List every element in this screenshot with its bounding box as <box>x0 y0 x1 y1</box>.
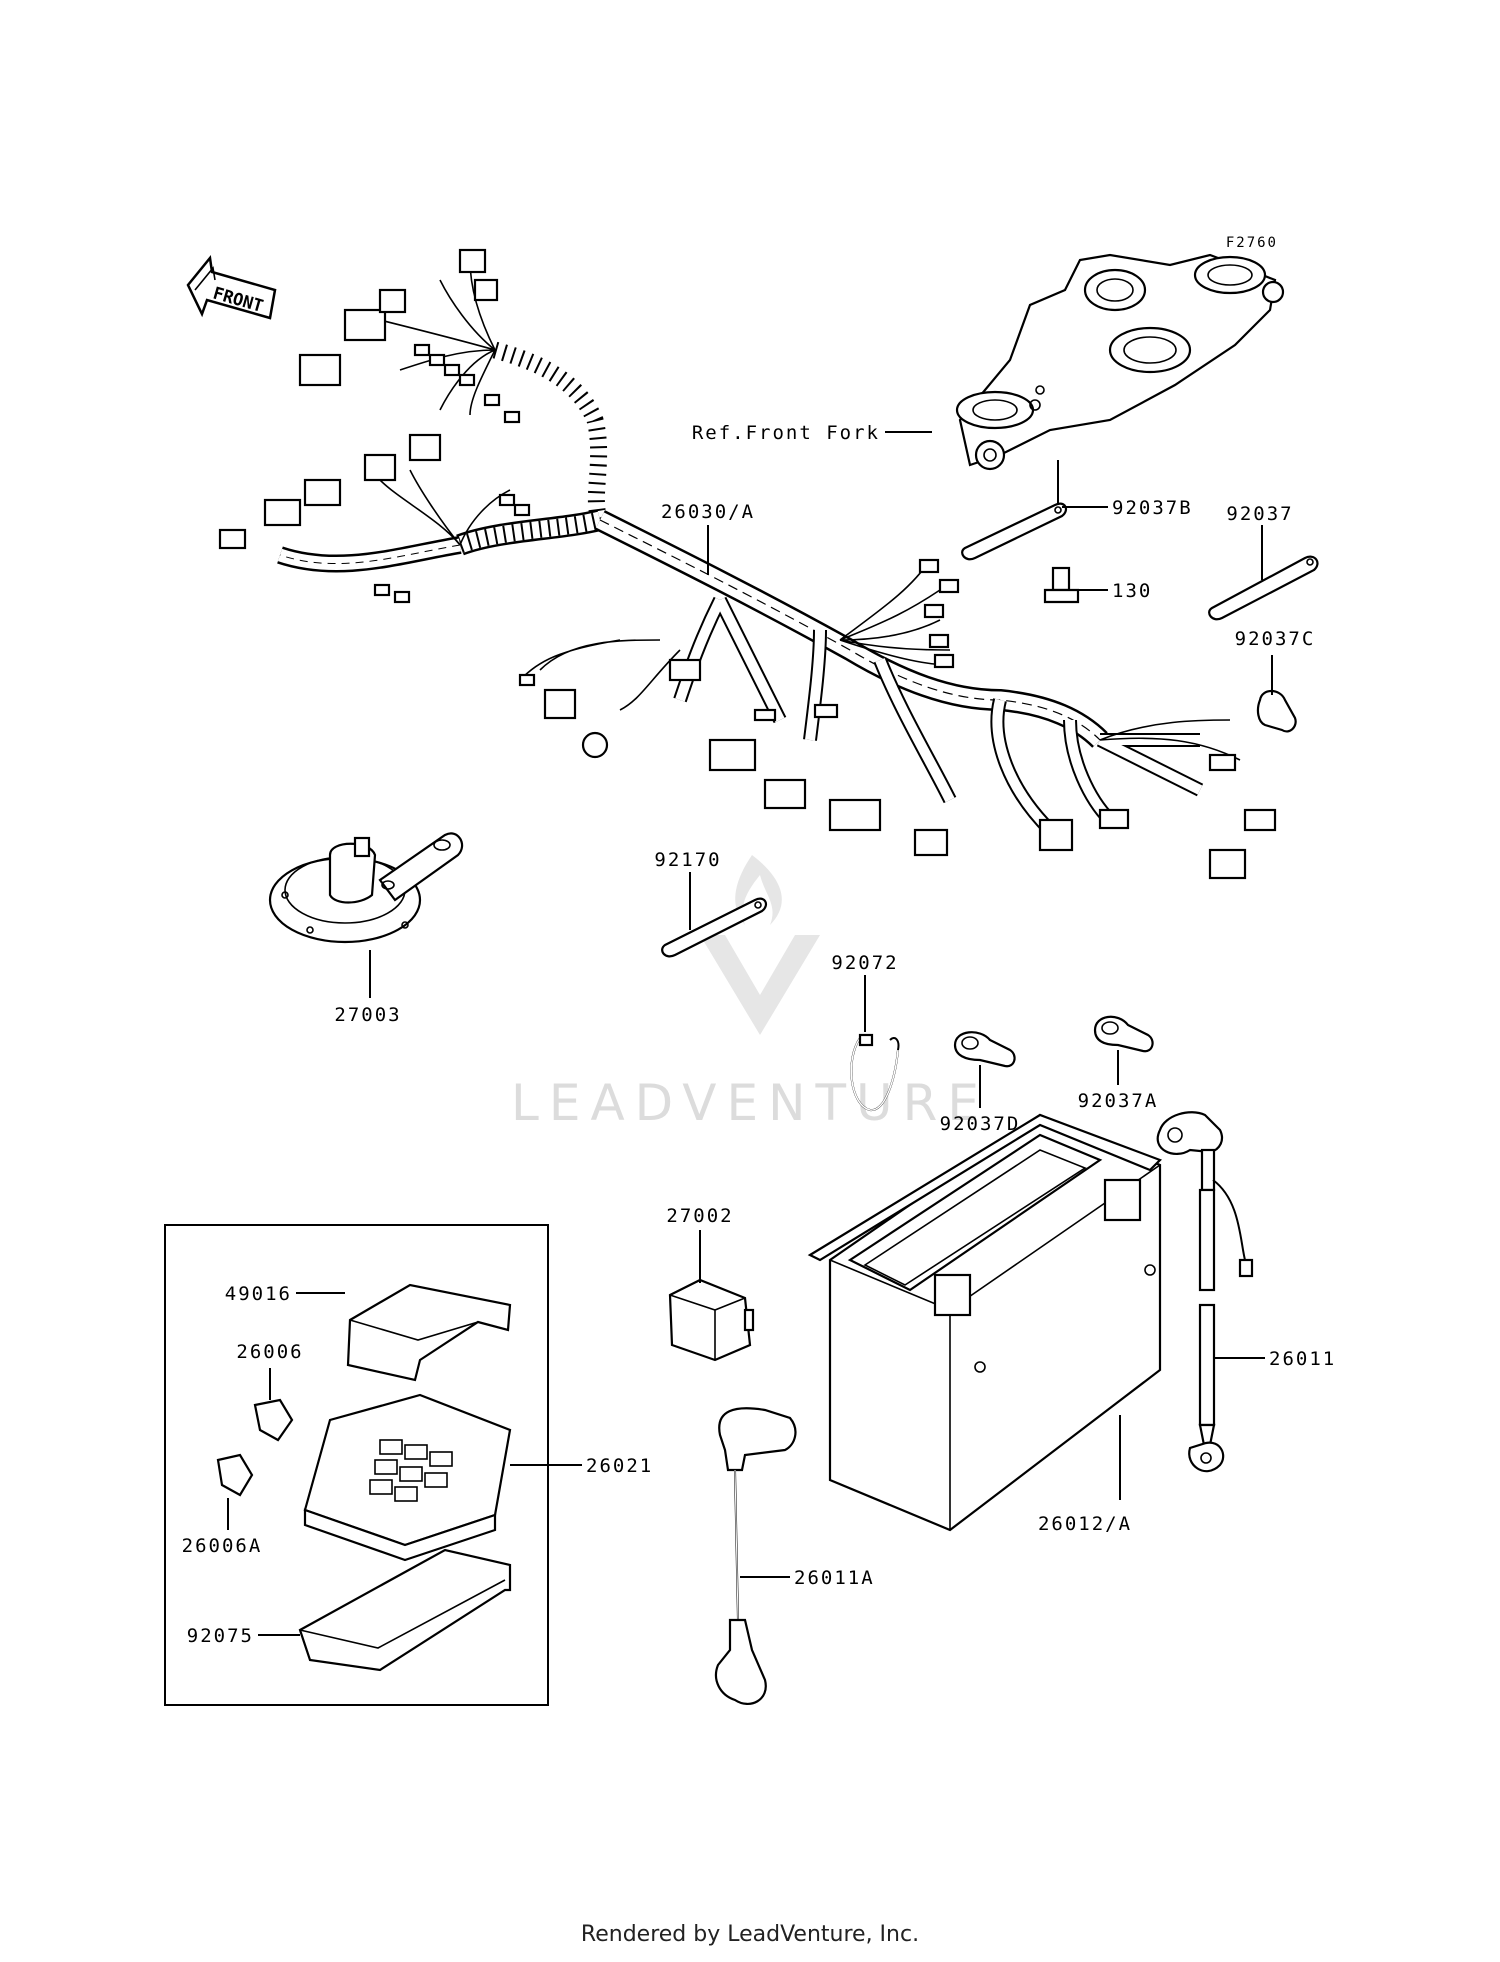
part-label-49016[interactable]: 49016 <box>225 1283 292 1305</box>
strap-92037 <box>1208 555 1319 621</box>
ref-front-fork-label: Ref.Front Fork <box>692 422 880 444</box>
part-label-92037d[interactable]: 92037D <box>940 1113 1021 1135</box>
fuse-26006a <box>216 1453 254 1497</box>
clamp-92037c <box>1256 689 1297 733</box>
part-label-92170[interactable]: 92170 <box>654 849 721 871</box>
battery-26012a <box>807 1113 1162 1532</box>
fuse-box-cover-49016 <box>346 1283 512 1382</box>
watermark: LEADVENTURE <box>511 855 989 1132</box>
part-label-92037c[interactable]: 92037C <box>1235 628 1316 650</box>
part-label-26030a[interactable]: 26030/A <box>661 501 755 523</box>
strap-92170 <box>661 897 768 958</box>
clamp-92037a <box>1093 1015 1154 1053</box>
battery-lead-26011a <box>714 1407 797 1706</box>
bolt-130 <box>1043 566 1080 604</box>
clamp-92037d <box>953 1031 1016 1068</box>
harness-connectors <box>218 248 1277 880</box>
part-label-26011a[interactable]: 26011A <box>794 1567 875 1589</box>
fuse-box-26021 <box>303 1393 512 1562</box>
part-label-26021[interactable]: 26021 <box>586 1455 653 1477</box>
watermark-text: LEADVENTURE <box>511 1074 989 1132</box>
diagram-code: F2760 <box>1226 235 1278 251</box>
part-label-27002[interactable]: 27002 <box>666 1205 733 1227</box>
part-label-92075[interactable]: 92075 <box>187 1625 254 1647</box>
part-label-26012a[interactable]: 26012/A <box>1038 1513 1132 1535</box>
front-arrow-icon: FRONT <box>186 254 277 320</box>
part-label-92037b[interactable]: 92037B <box>1112 497 1193 519</box>
part-label-92037a[interactable]: 92037A <box>1078 1090 1159 1112</box>
part-label-92037[interactable]: 92037 <box>1226 503 1293 525</box>
footer-credit: Rendered by LeadVenture, Inc. <box>580 1922 920 1947</box>
part-label-26006a[interactable]: 26006A <box>182 1535 263 1557</box>
fuse-26006 <box>253 1398 294 1442</box>
tie-band-92072 <box>850 1033 900 1111</box>
part-label-26006[interactable]: 26006 <box>236 1341 303 1363</box>
part-label-92072[interactable]: 92072 <box>831 952 898 974</box>
part-label-130[interactable]: 130 <box>1112 580 1152 602</box>
part-label-27003[interactable]: 27003 <box>334 1004 401 1026</box>
battery-lead-26011 <box>1156 1111 1254 1473</box>
main-wiring-harness <box>277 259 1241 835</box>
front-fork-bracket <box>955 253 1285 471</box>
strap-92037b <box>961 502 1068 561</box>
horn-27003 <box>268 832 464 944</box>
part-label-26011[interactable]: 26011 <box>1269 1348 1336 1370</box>
relay-27002 <box>668 1278 755 1362</box>
fuse-box-bottom-cover-92075 <box>298 1548 512 1672</box>
